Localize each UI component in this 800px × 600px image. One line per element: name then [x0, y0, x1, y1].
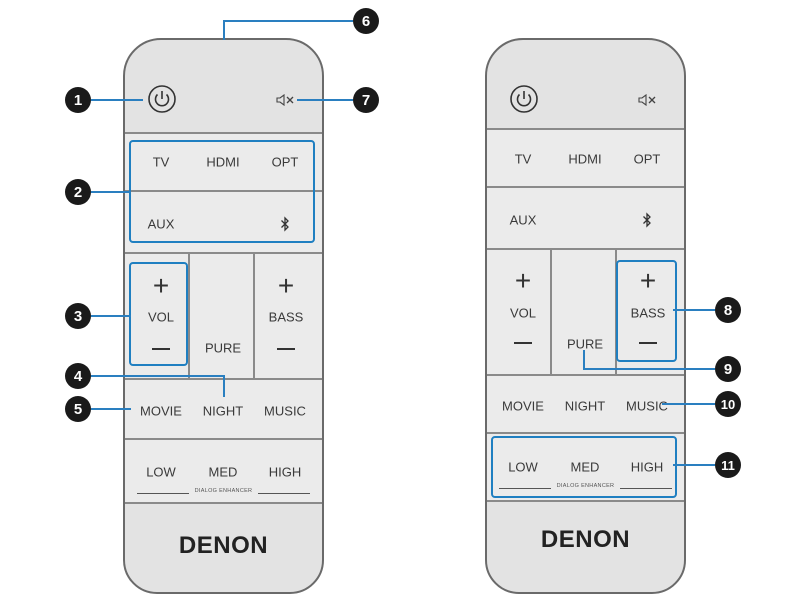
night-button[interactable]: NIGHT	[564, 398, 606, 414]
movie-button[interactable]: MOVIE	[502, 398, 544, 414]
tv-button[interactable]: TV	[152, 154, 170, 170]
vol-minus-button[interactable]	[514, 342, 532, 344]
vol-label: VOL	[509, 305, 537, 321]
highlight-dialog-enhancer	[491, 436, 677, 498]
brand-logo: DENON	[178, 532, 269, 559]
leader-line-4	[91, 375, 225, 377]
callout-9: 9	[715, 356, 741, 382]
bass-plus-button[interactable]: +	[277, 270, 295, 301]
callout-4: 4	[65, 363, 91, 389]
bass-minus-button[interactable]	[639, 342, 657, 344]
leader-line-1	[91, 99, 143, 101]
bass-label: BASS	[630, 305, 666, 321]
callout-6: 6	[353, 8, 379, 34]
leader-line-9	[583, 350, 585, 370]
med-button[interactable]: MED	[570, 459, 600, 475]
bass-label: BASS	[268, 309, 304, 325]
opt-button[interactable]: OPT	[633, 151, 661, 167]
high-button[interactable]: HIGH	[630, 459, 664, 475]
remote-left: TV HDMI OPT AUX + VOL PURE + BASS MOVIE …	[123, 38, 324, 594]
movie-button[interactable]: MOVIE	[140, 403, 182, 419]
low-button[interactable]: LOW	[146, 464, 176, 480]
vol-label: VOL	[147, 309, 175, 325]
hdmi-button[interactable]: HDMI	[568, 151, 602, 167]
callout-8: 8	[715, 297, 741, 323]
opt-button[interactable]: OPT	[271, 154, 299, 170]
callout-1: 1	[65, 87, 91, 113]
aux-button[interactable]: AUX	[509, 212, 537, 228]
leader-line-2	[91, 191, 131, 193]
music-button[interactable]: MUSIC	[626, 398, 668, 414]
bluetooth-icon[interactable]	[280, 216, 290, 232]
vol-plus-button[interactable]: +	[152, 270, 170, 301]
highlight-source-buttons	[129, 140, 315, 243]
callout-10: 10	[715, 391, 741, 417]
highlight-volume	[129, 262, 188, 366]
leader-line-8	[673, 309, 715, 311]
mute-icon[interactable]	[275, 93, 297, 107]
callout-3: 3	[65, 303, 91, 329]
leader-line-4b	[223, 375, 225, 397]
pure-button[interactable]: PURE	[566, 336, 604, 352]
power-icon[interactable]	[147, 84, 177, 114]
leader-line-7	[297, 99, 353, 101]
leader-line-6b	[223, 20, 353, 22]
dialog-enhancer-label: DIALOG ENHANCER	[499, 483, 672, 493]
leader-line-9b	[583, 368, 715, 370]
high-button[interactable]: HIGH	[268, 464, 302, 480]
power-icon[interactable]	[509, 84, 539, 114]
vol-plus-button[interactable]: +	[514, 265, 532, 296]
low-button[interactable]: LOW	[508, 459, 538, 475]
brand-logo: DENON	[540, 526, 631, 553]
highlight-bass	[616, 260, 677, 362]
vol-minus-button[interactable]	[152, 348, 170, 350]
leader-line-6	[223, 20, 225, 40]
callout-5: 5	[65, 396, 91, 422]
leader-line-10	[662, 403, 715, 405]
mute-icon[interactable]	[637, 93, 659, 107]
bass-minus-button[interactable]	[277, 348, 295, 350]
remote-right: TV HDMI OPT AUX + VOL PURE + BASS MOVIE …	[485, 38, 686, 594]
med-button[interactable]: MED	[208, 464, 238, 480]
tv-button[interactable]: TV	[514, 151, 532, 167]
dialog-enhancer-label: DIALOG ENHANCER	[137, 488, 310, 498]
callout-2: 2	[65, 179, 91, 205]
bass-plus-button[interactable]: +	[639, 265, 657, 296]
leader-line-5	[91, 408, 131, 410]
night-button[interactable]: NIGHT	[202, 403, 244, 419]
bluetooth-icon[interactable]	[642, 212, 652, 228]
aux-button[interactable]: AUX	[147, 216, 175, 232]
leader-line-11	[673, 464, 715, 466]
music-button[interactable]: MUSIC	[264, 403, 306, 419]
callout-11: 11	[715, 452, 741, 478]
hdmi-button[interactable]: HDMI	[206, 154, 240, 170]
leader-line-3	[91, 315, 131, 317]
pure-button[interactable]: PURE	[204, 340, 242, 356]
callout-7: 7	[353, 87, 379, 113]
